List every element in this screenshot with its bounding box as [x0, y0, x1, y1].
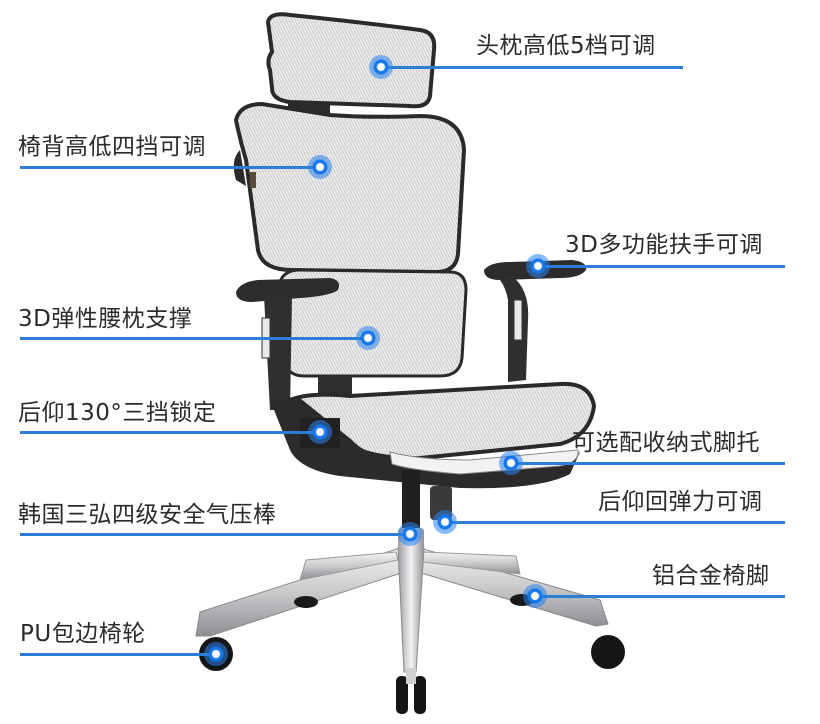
callout-label: 3D多功能扶手可调	[565, 232, 763, 258]
callout-label: 后仰回弹力可调	[598, 489, 763, 515]
callout-label: PU包边椅轮	[20, 621, 146, 647]
leader-line	[538, 265, 785, 268]
marker-dot-icon	[433, 510, 457, 534]
marker-dot-icon	[526, 254, 550, 278]
leader-line	[20, 431, 320, 434]
callout-label: 头枕高低5档可调	[476, 33, 656, 59]
callout-label: 韩国三弘四级安全气压棒	[18, 502, 277, 528]
marker-dot-icon	[369, 55, 393, 79]
marker-dot-icon	[499, 451, 523, 475]
backrest	[233, 101, 467, 275]
callout-label: 后仰130°三挡锁定	[18, 400, 217, 426]
right-armrest	[484, 260, 587, 382]
callout-label: 铝合金椅脚	[652, 563, 770, 589]
leader-line	[535, 595, 785, 598]
marker-dot-icon	[356, 326, 380, 350]
leader-line	[20, 653, 216, 656]
callout-label: 3D弹性腰枕支撑	[18, 306, 193, 332]
marker-dot-icon	[523, 584, 547, 608]
leader-line	[20, 533, 410, 536]
leader-line	[20, 337, 368, 340]
marker-dot-icon	[398, 522, 422, 546]
leader-line	[381, 66, 683, 69]
callout-label: 可选配收纳式脚托	[572, 430, 760, 456]
marker-dot-icon	[308, 420, 332, 444]
leader-line	[511, 462, 785, 465]
leader-line	[20, 166, 320, 169]
callout-label: 椅背高低四挡可调	[18, 134, 206, 160]
marker-dot-icon	[204, 642, 228, 666]
marker-dot-icon	[308, 155, 332, 179]
leader-line	[445, 521, 785, 524]
